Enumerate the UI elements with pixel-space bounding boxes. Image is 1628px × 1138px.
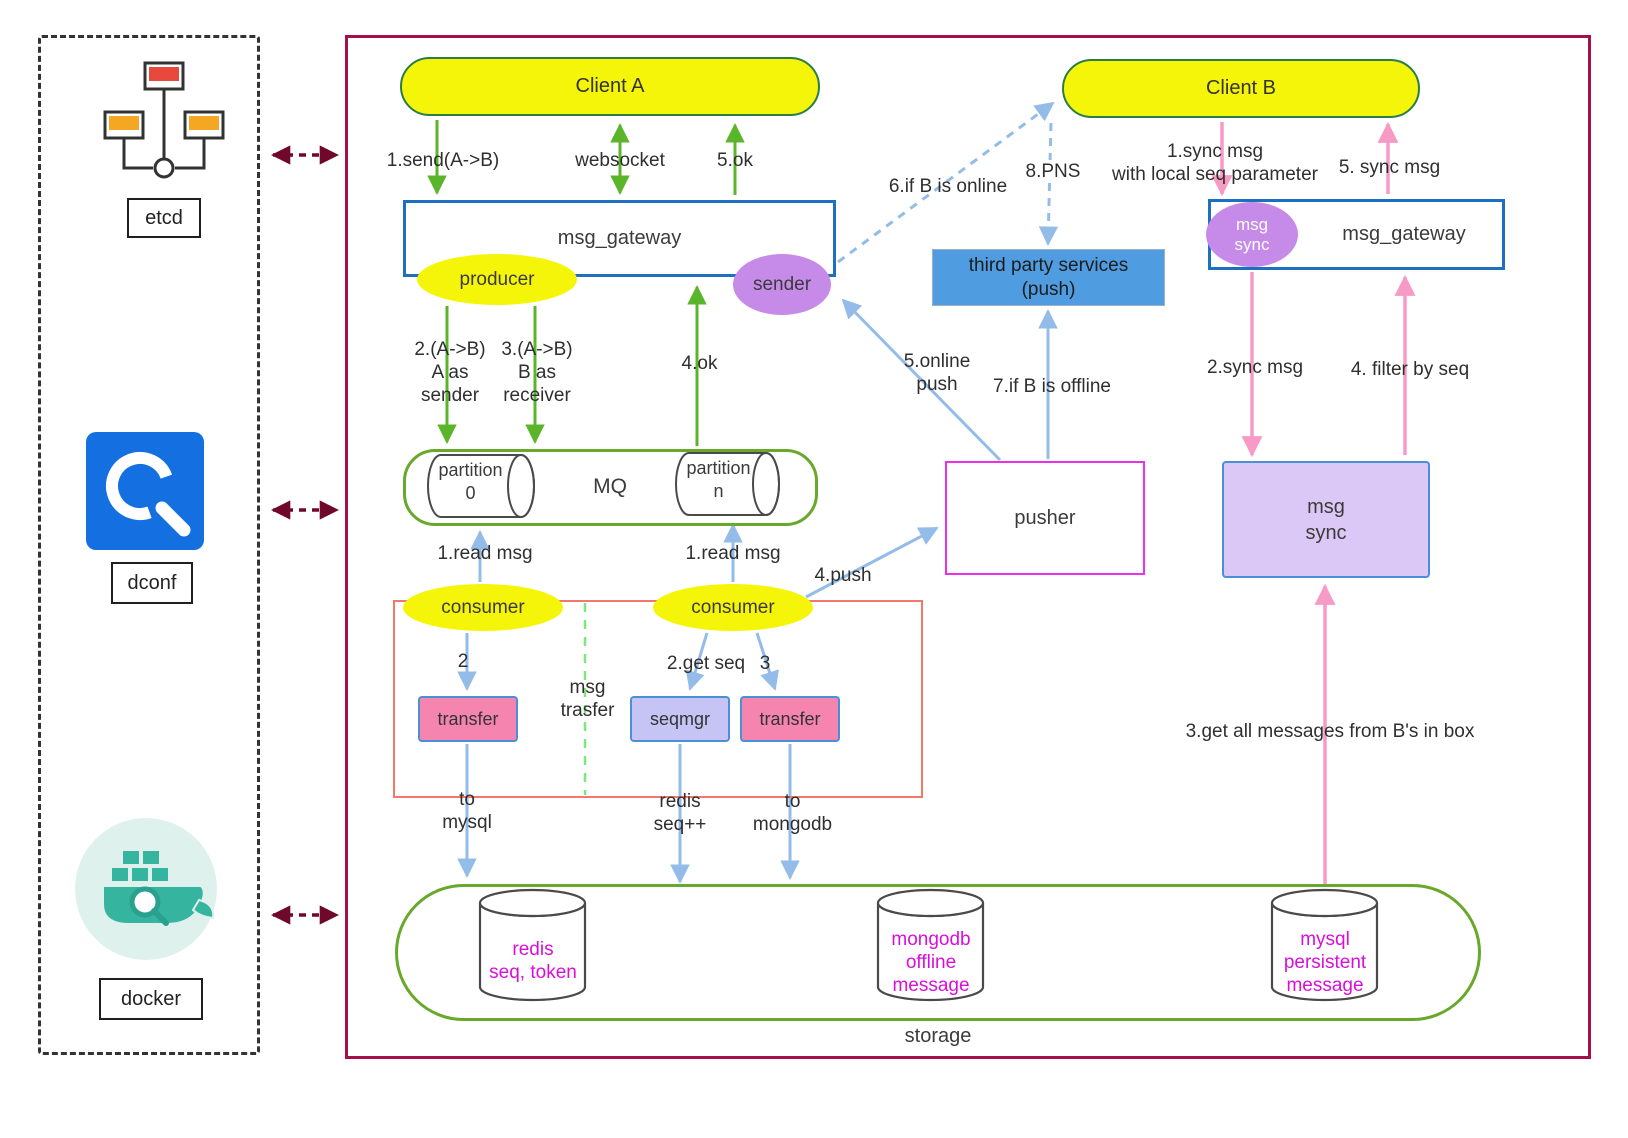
docker-icon [73,816,220,963]
edge-label-to-mysql: to mysql [442,789,492,834]
msg-gateway-right-label: msg_gateway [1342,223,1466,245]
green-arrows [427,120,745,446]
edge-label-read-msg-left: 1.read msg [437,543,533,564]
seqmgr-label: seqmgr [649,708,711,729]
edge-label-b-as-receiver: 3.(A->B) B as receiver [501,339,573,407]
edge-label-get-all: 3.get all messages from B's in box [1185,721,1475,742]
arrow-pns [1038,122,1059,246]
msg-gateway-left-label: msg_gateway [557,227,682,249]
client-b-label: Client B [1205,77,1277,99]
transfer-right-label: transfer [759,708,821,729]
sender-label: sender [752,273,812,295]
edge-label-a-as-sender: 2.(A->B) A as sender [414,339,486,407]
redis-cylinder-top [478,888,587,918]
edge-label-msg-trasfer: msg trasfer [560,677,615,722]
docker-label: docker [99,978,203,1020]
third-party-label: third party services (push) [968,254,1129,300]
client-b-node: Client B [1062,59,1420,118]
seqmgr-node: seqmgr [630,696,730,742]
etcd-label-text: etcd [145,206,183,229]
partition-0-label: partition 0 [438,460,503,504]
edge-label-step2: 2 [457,651,469,672]
arrow-push4 [805,526,939,599]
consumer-left-node: consumer [403,584,563,631]
consumer-right-node: consumer [653,584,813,631]
edge-label-send-ab: 1.send(A->B) [386,150,500,171]
edge-label-pns: 8.PNS [1022,160,1084,184]
edge-label-if-b-online: 6.if B is online [888,176,1008,197]
transfer-left-label: transfer [437,708,499,729]
storage-cylinders [478,888,1379,1002]
mysql-label: mysql persistent message [1283,929,1367,997]
consumer-left-label: consumer [441,596,525,618]
edge-label-filter-by-seq: 4. filter by seq [1350,359,1470,380]
edge-label-online-push: 5.online push [903,351,971,396]
pink-arrows [1211,121,1416,886]
sender-node: sender [733,254,831,315]
msg-sync-box-node: msg sync [1222,461,1430,578]
edge-label-websocket: websocket [575,150,665,171]
left-panel [38,35,260,1055]
producer-label: producer [459,268,535,290]
msg-sync-box-label: msg sync [1305,495,1347,544]
storage-node [395,884,1481,1021]
msg-sync-badge-label: msg sync [1234,214,1270,254]
edge-label-push4: 4.push [814,565,872,586]
mongodb-label: mongodb offline message [891,929,971,997]
mq-label: MQ [593,475,627,498]
storage-label: storage [904,1025,972,1047]
edge-label-step3: 3 [759,653,771,674]
docker-label-text: docker [120,987,182,1010]
left-link-arrows [271,145,339,925]
producer-node: producer [417,254,577,305]
main-box [345,35,1591,1059]
mongodb-cylinder-top [876,888,985,918]
edge-label-sync-msg-1: 1.sync msg with local seq parameter [1112,141,1318,186]
consumer-right-label: consumer [691,596,775,618]
partition-0-cap [507,454,535,518]
dconf-label-text: dconf [127,571,177,594]
third-party-node: third party services (push) [932,249,1165,306]
pusher-node: pusher [945,461,1145,575]
edge-label-ok4: 4.ok [681,353,718,374]
edge-label-sync-msg-5: 5. sync msg [1338,157,1441,178]
transfer-left-node: transfer [418,696,518,742]
partition-n-label: partition n [686,458,751,502]
edge-label-to-mongodb: to mongodb [752,791,833,836]
arrow-get-seq [685,632,709,691]
client-a-node: Client A [400,57,820,116]
dconf-icon [80,430,212,558]
blue-arrows [457,101,1059,884]
etcd-icon [103,60,225,198]
edge-label-get-seq: 2.get seq [666,653,746,674]
edge-label-ok5: 5.ok [717,150,753,171]
mq-node [403,449,818,526]
msg-sync-badge-node: msg sync [1206,202,1298,267]
etcd-label: etcd [127,198,201,238]
partition-cylinders [427,452,780,518]
dconf-label: dconf [111,562,193,604]
edge-label-read-msg-right: 1.read msg [685,543,781,564]
edge-label-redis-seq: redis seq++ [653,791,707,836]
arrow-step3 [755,632,779,691]
edge-label-sync-msg-2: 2.sync msg [1206,357,1304,378]
partition-n-cap [752,452,780,516]
arrow-online-push [841,298,1002,462]
pusher-label: pusher [1014,506,1076,529]
edge-label-if-b-offline: 7.if B is offline [993,376,1111,397]
redis-label: redis seq, token [489,939,577,984]
client-a-label: Client A [575,75,645,97]
mysql-cylinder-top [1270,888,1379,918]
transfer-right-node: transfer [740,696,840,742]
